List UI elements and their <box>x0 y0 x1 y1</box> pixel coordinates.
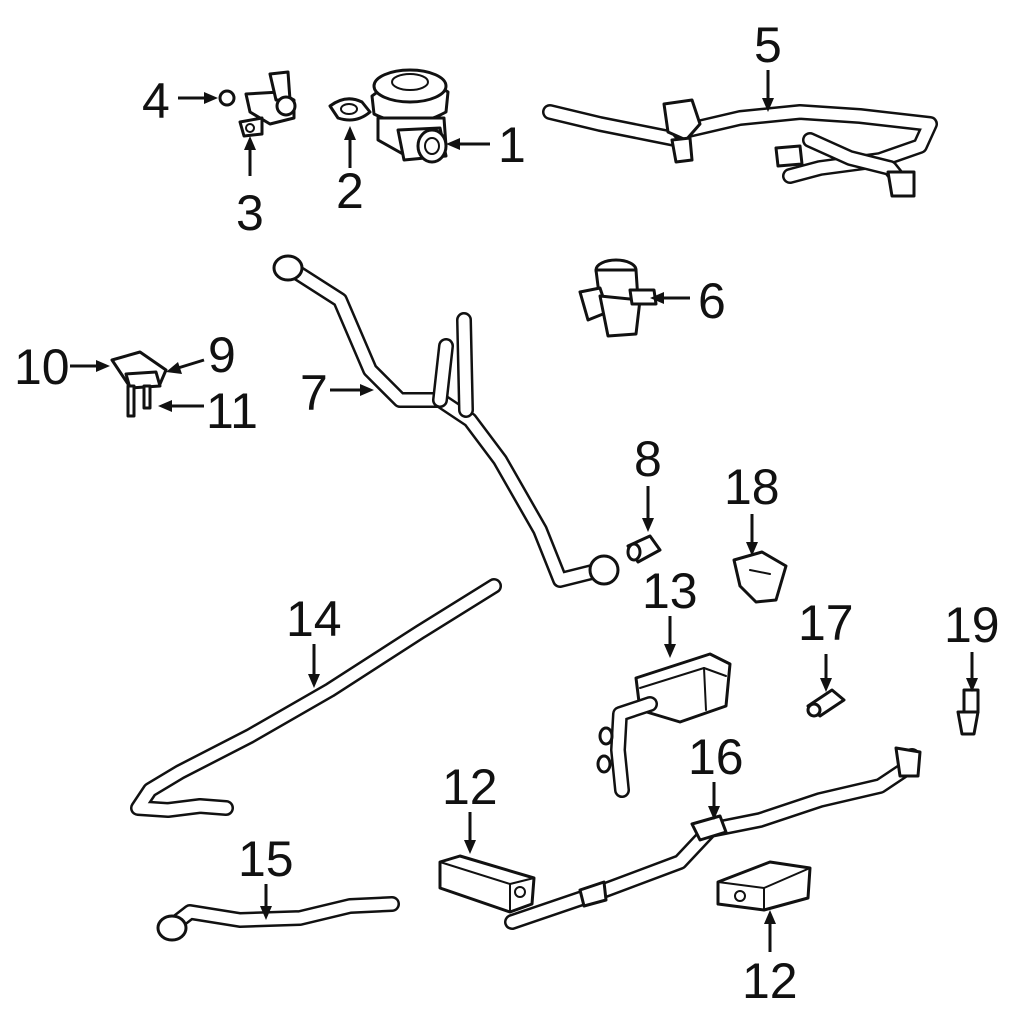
callout-6: 6 <box>698 273 726 329</box>
callout-14: 14 <box>286 591 342 647</box>
callout-9: 9 <box>208 327 236 383</box>
part-15-hose <box>156 896 400 942</box>
part-3-sensor <box>238 70 297 138</box>
callout-13: 13 <box>642 563 698 619</box>
callout-3: 3 <box>236 185 264 241</box>
callout-labels: 1 2 3 4 5 6 7 8 9 10 11 12 12 13 14 15 1… <box>14 17 1000 1009</box>
part-5-harness <box>542 98 938 198</box>
part-1-egr-valve <box>370 68 450 164</box>
callout-17: 17 <box>798 595 854 651</box>
leader-lines <box>70 70 978 952</box>
part-7-air-tube <box>272 254 620 588</box>
part-8-fitting <box>626 534 662 564</box>
callout-4: 4 <box>142 73 170 129</box>
callout-10: 10 <box>14 339 70 395</box>
callout-18: 18 <box>724 459 780 515</box>
part-14-hose <box>130 578 502 818</box>
part-16-hose-assembly <box>504 746 922 930</box>
part-18-bracket <box>732 550 788 604</box>
callout-5: 5 <box>754 17 782 73</box>
callout-12-right: 12 <box>742 953 798 1009</box>
part-12-canister-left <box>438 854 536 914</box>
callout-19: 19 <box>944 597 1000 653</box>
callout-7: 7 <box>300 365 328 421</box>
callout-2: 2 <box>336 163 364 219</box>
part-17-valve <box>806 688 846 718</box>
part-12-canister-right <box>716 860 812 912</box>
part-6-solenoid <box>578 258 658 338</box>
callout-11: 11 <box>206 383 258 439</box>
part-19-sensor <box>956 688 980 736</box>
callout-8: 8 <box>634 431 662 487</box>
part-4-o-ring <box>218 89 236 107</box>
callout-12-left: 12 <box>442 759 498 815</box>
part-2-gasket <box>328 97 372 122</box>
part-13-canister <box>596 652 732 798</box>
callout-15: 15 <box>238 831 294 887</box>
part-9-10-11-switch <box>110 350 168 418</box>
callout-1: 1 <box>498 117 526 173</box>
callout-16: 16 <box>688 729 744 785</box>
